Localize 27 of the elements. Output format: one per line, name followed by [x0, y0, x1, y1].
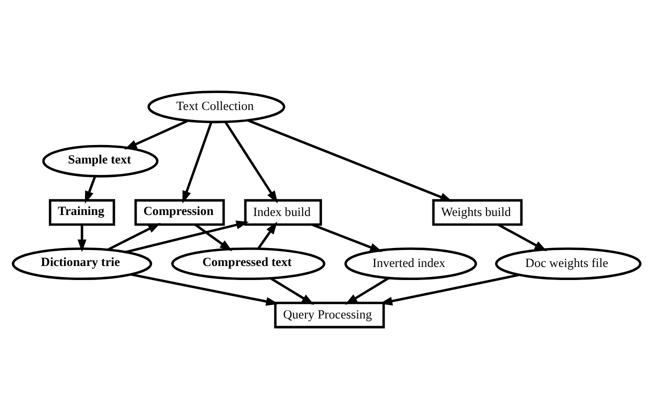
arrow [194, 223, 232, 251]
node-box: Query Processing [274, 301, 385, 328]
node-ellipse: Sample text [42, 144, 158, 177]
arrow [182, 121, 212, 204]
node-box: Compression [134, 198, 225, 226]
arrow [130, 272, 279, 306]
arrow [312, 223, 383, 252]
node-ellipse: Inverted index [344, 246, 478, 280]
node-ellipse: Dictionary trie [12, 246, 152, 280]
arrow [344, 276, 390, 304]
arrow [125, 220, 249, 253]
arrow [270, 276, 314, 304]
node-ellipse: Compressed text [171, 246, 326, 280]
arrow [247, 118, 453, 202]
arrow [257, 221, 278, 249]
arrow [380, 273, 520, 305]
arrow [107, 222, 161, 250]
arrow [224, 120, 278, 203]
node-ellipse: Doc weights file [495, 246, 642, 280]
node-box: Training [48, 198, 116, 226]
node-ellipse: Text Collection [147, 90, 286, 123]
node-box: Index build [244, 198, 322, 226]
arrow [124, 119, 188, 149]
arrow [78, 224, 86, 252]
node-box: Weights build [432, 198, 523, 226]
arrow [84, 175, 96, 204]
arrow [497, 223, 548, 251]
